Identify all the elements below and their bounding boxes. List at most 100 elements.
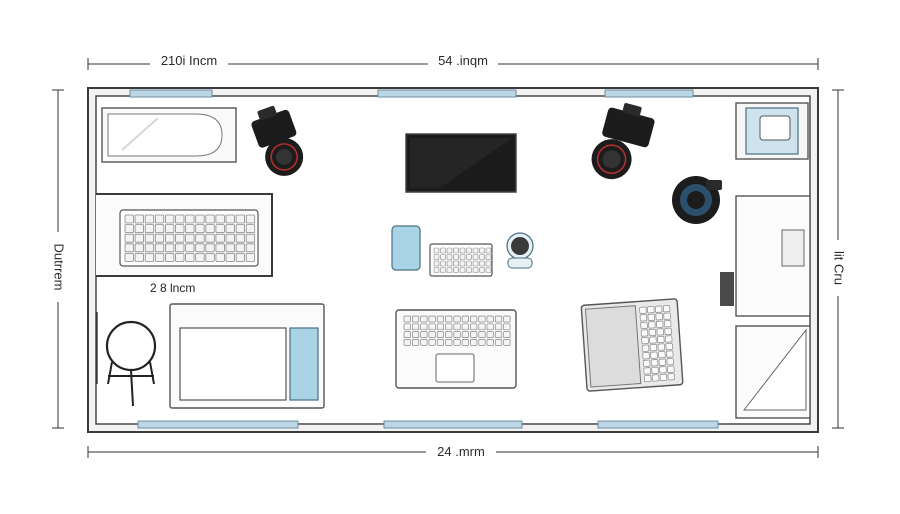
key — [466, 267, 472, 273]
key — [235, 224, 246, 234]
key — [656, 328, 665, 336]
key — [667, 365, 675, 373]
key — [641, 344, 650, 352]
key — [650, 351, 658, 359]
key — [503, 315, 511, 323]
key — [446, 267, 453, 273]
key — [486, 315, 494, 323]
key — [446, 260, 453, 267]
key — [643, 374, 652, 383]
key — [486, 323, 494, 331]
key — [640, 321, 648, 330]
key — [411, 339, 420, 346]
key — [478, 323, 486, 331]
key — [453, 323, 461, 331]
key — [485, 254, 492, 260]
key — [445, 331, 453, 338]
key — [164, 224, 175, 234]
key — [144, 252, 155, 262]
key — [486, 331, 494, 338]
key — [461, 315, 469, 323]
key — [445, 323, 453, 331]
key — [648, 321, 656, 329]
key — [446, 254, 453, 260]
key — [664, 327, 672, 335]
key — [478, 339, 486, 346]
key — [134, 243, 145, 253]
key — [647, 313, 656, 321]
camera-icon — [672, 176, 722, 224]
key — [411, 331, 420, 338]
key — [164, 252, 175, 262]
key — [225, 252, 235, 262]
key — [195, 243, 205, 253]
key — [420, 315, 428, 323]
key — [154, 224, 165, 234]
key — [472, 247, 479, 254]
key — [472, 260, 479, 267]
monitor-icon — [405, 133, 517, 193]
key — [658, 358, 667, 366]
key — [503, 331, 511, 338]
key — [466, 247, 472, 254]
key — [486, 339, 494, 346]
key — [639, 314, 648, 322]
key — [403, 339, 411, 346]
key — [647, 306, 655, 314]
key — [466, 254, 472, 260]
key — [665, 342, 673, 351]
key — [420, 339, 428, 346]
key — [440, 260, 446, 267]
key — [648, 328, 657, 337]
key — [185, 252, 195, 262]
key — [225, 224, 235, 234]
laptop-icon — [580, 298, 684, 392]
key — [235, 252, 246, 262]
key — [164, 214, 175, 224]
key — [235, 233, 246, 243]
chair-icon — [96, 312, 157, 407]
key — [164, 233, 175, 243]
key — [657, 335, 665, 344]
key — [195, 252, 205, 262]
key — [494, 339, 503, 346]
key — [478, 331, 486, 338]
key — [205, 233, 215, 243]
key — [503, 323, 511, 331]
key — [485, 247, 492, 254]
key — [651, 366, 659, 374]
dimension-bottom: 24 .mrm — [437, 444, 485, 459]
key — [659, 366, 667, 374]
key — [459, 247, 466, 254]
door-icon — [735, 325, 811, 419]
key — [436, 323, 445, 331]
key — [428, 315, 436, 323]
key — [420, 323, 428, 331]
key — [436, 339, 445, 346]
key — [459, 254, 466, 260]
desk-icon — [720, 195, 811, 317]
key — [175, 214, 185, 224]
interior-dimension-label: 2 8 lncm — [150, 281, 195, 295]
key — [195, 224, 205, 234]
key — [479, 254, 485, 260]
key — [470, 315, 478, 323]
key — [663, 320, 672, 328]
key — [440, 267, 446, 273]
key — [642, 359, 651, 367]
key — [185, 233, 195, 243]
key — [195, 233, 205, 243]
key — [453, 267, 459, 273]
key — [453, 254, 459, 260]
key — [411, 315, 420, 323]
key — [428, 331, 436, 338]
key — [134, 214, 145, 224]
key — [663, 312, 671, 320]
key — [494, 315, 503, 323]
key — [245, 252, 256, 262]
key — [640, 329, 649, 337]
key — [124, 214, 134, 224]
key — [494, 323, 503, 331]
key — [658, 351, 666, 359]
key — [642, 352, 650, 360]
